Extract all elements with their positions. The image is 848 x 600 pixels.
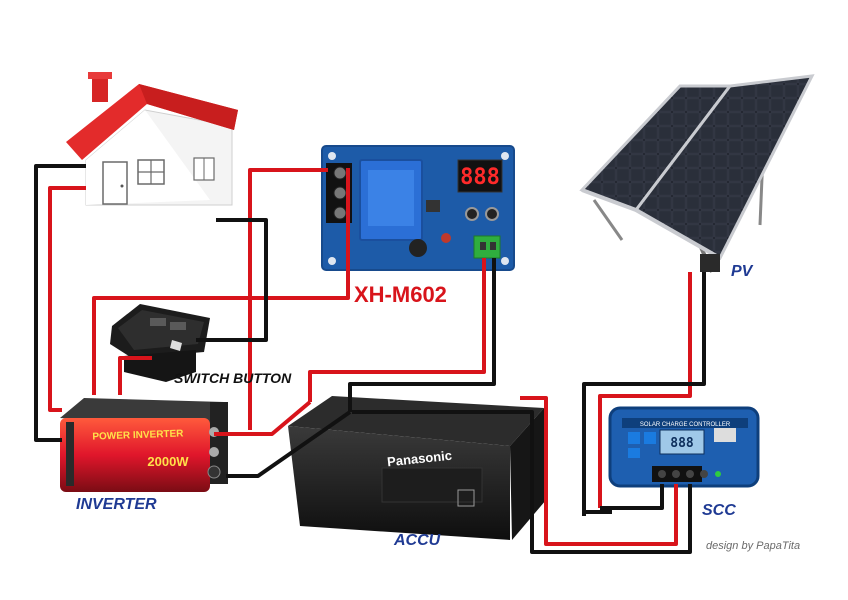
inverter-label: INVERTER [76, 496, 157, 513]
house-icon [66, 72, 238, 206]
battery-brand-text: Panasonic [386, 448, 452, 470]
scc-title-text: SOLAR CHARGE CONTROLLER [640, 422, 731, 428]
module-display: 888 [460, 165, 500, 190]
pv-label: PV [731, 263, 753, 280]
inverter-rating-text: 2000W [147, 454, 189, 469]
wires-black [34, 164, 706, 554]
battery-icon [288, 396, 546, 540]
rocker-switch-icon [110, 304, 210, 382]
accu-label: ACCU [394, 532, 441, 549]
scc-display: 888 [670, 436, 694, 451]
credit-text: design by PapaTita [706, 540, 801, 552]
inverter-brand-text: POWER INVERTER [92, 428, 184, 442]
scc-label: SCC [702, 502, 736, 519]
switch-button-label: SWITCH BUTTON [174, 370, 292, 386]
inverter-icon [60, 398, 228, 492]
module-label: XH-M602 [354, 282, 447, 307]
wires-red [48, 168, 692, 546]
solar-panel-icon [579, 74, 815, 273]
solar-charge-controller-icon [608, 406, 760, 488]
